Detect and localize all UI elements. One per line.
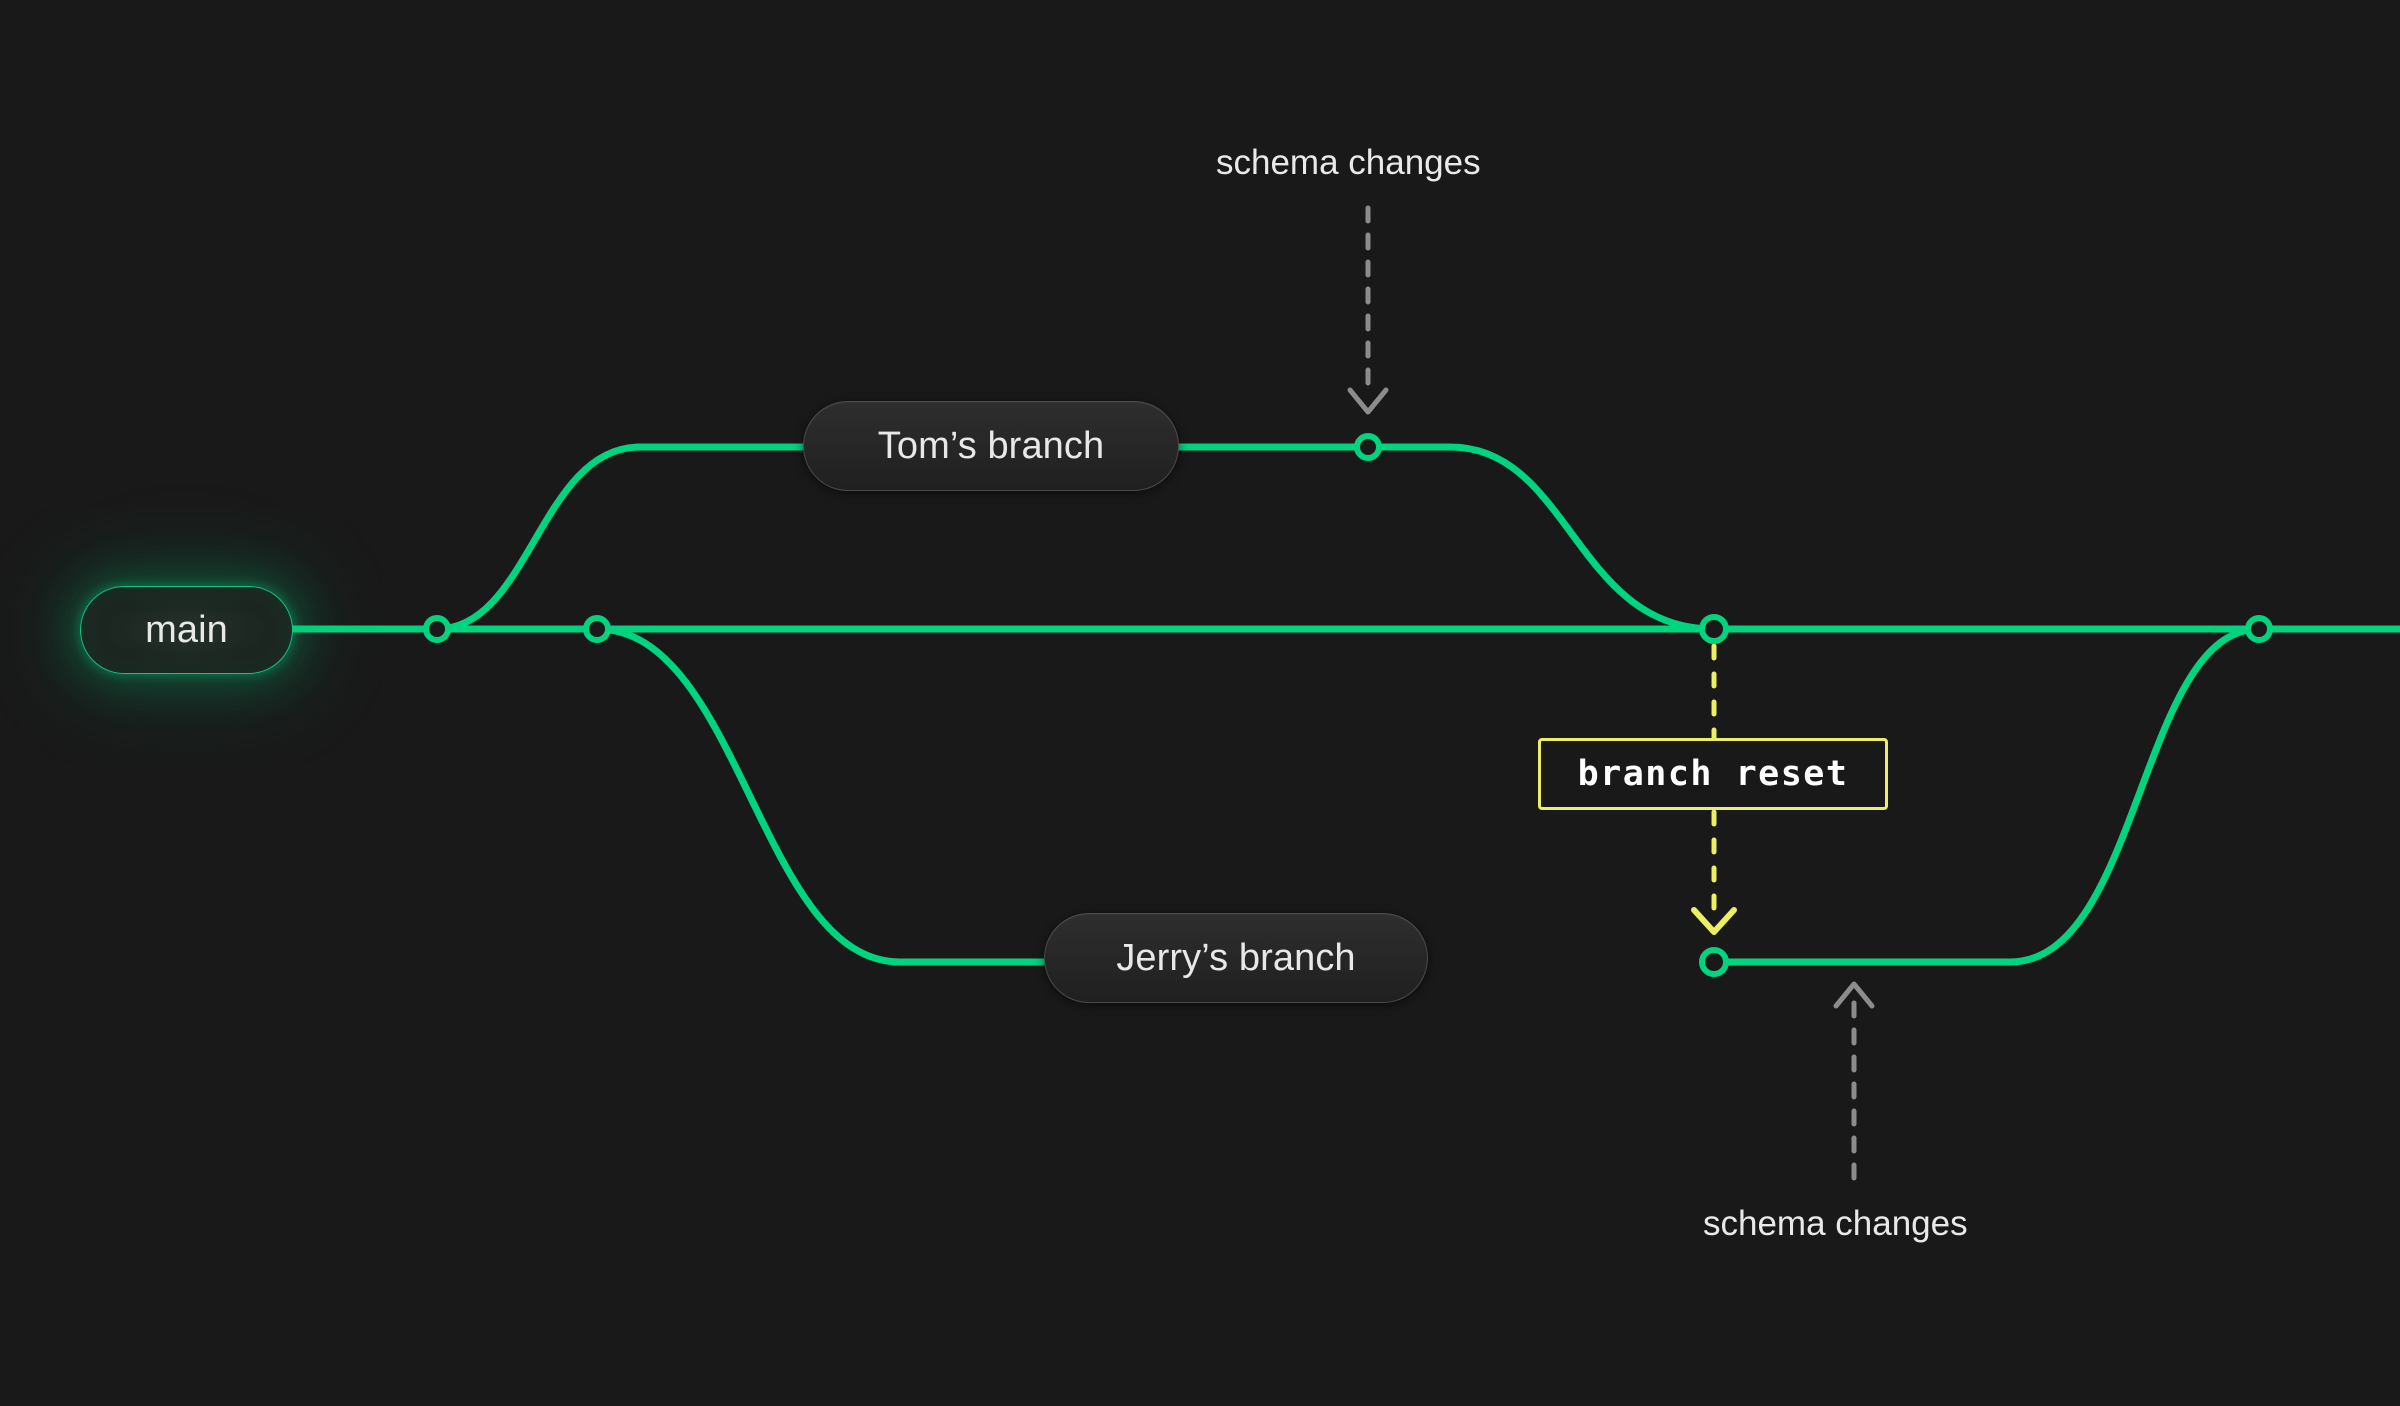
branch-reset-callout[interactable]: branch reset — [1538, 738, 1888, 810]
commit-node-jerry-branch-point[interactable] — [583, 615, 611, 643]
segment-jerry-merge-in — [2006, 625, 2263, 966]
branch-pill-jerry[interactable]: Jerry’s branch — [1044, 913, 1428, 1003]
commit-node-schema-changes[interactable] — [1354, 433, 1382, 461]
annotation-arrowhead-down-icon — [1347, 387, 1389, 415]
branch-reset-callout-label: branch reset — [1577, 754, 1849, 794]
commit-node-tom-branch-point[interactable] — [423, 615, 451, 643]
annotation-arrowhead-up-icon — [1833, 981, 1875, 1009]
commit-node-reset-target[interactable] — [1699, 947, 1729, 977]
annotation-label-schema-changes-top: schema changes — [1216, 143, 1481, 182]
commit-node-tom-merge[interactable] — [1699, 614, 1729, 644]
segment-tom-branch-out — [433, 443, 807, 633]
segment-jerry-branch-out — [593, 625, 1048, 966]
branch-pill-jerry-label: Jerry’s branch — [1116, 936, 1356, 979]
branch-pill-main-label: main — [145, 608, 228, 651]
branch-pill-tom[interactable]: Tom’s branch — [803, 401, 1179, 491]
annotation-label-schema-changes-bottom: schema changes — [1703, 1204, 1968, 1243]
segment-tom-merge-in — [1446, 443, 1718, 633]
commit-node-jerry-merge[interactable] — [2245, 615, 2273, 643]
branch-pill-tom-label: Tom’s branch — [877, 424, 1105, 467]
reset-arrowhead-icon — [1691, 907, 1737, 935]
branch-pill-main[interactable]: main — [80, 586, 293, 674]
